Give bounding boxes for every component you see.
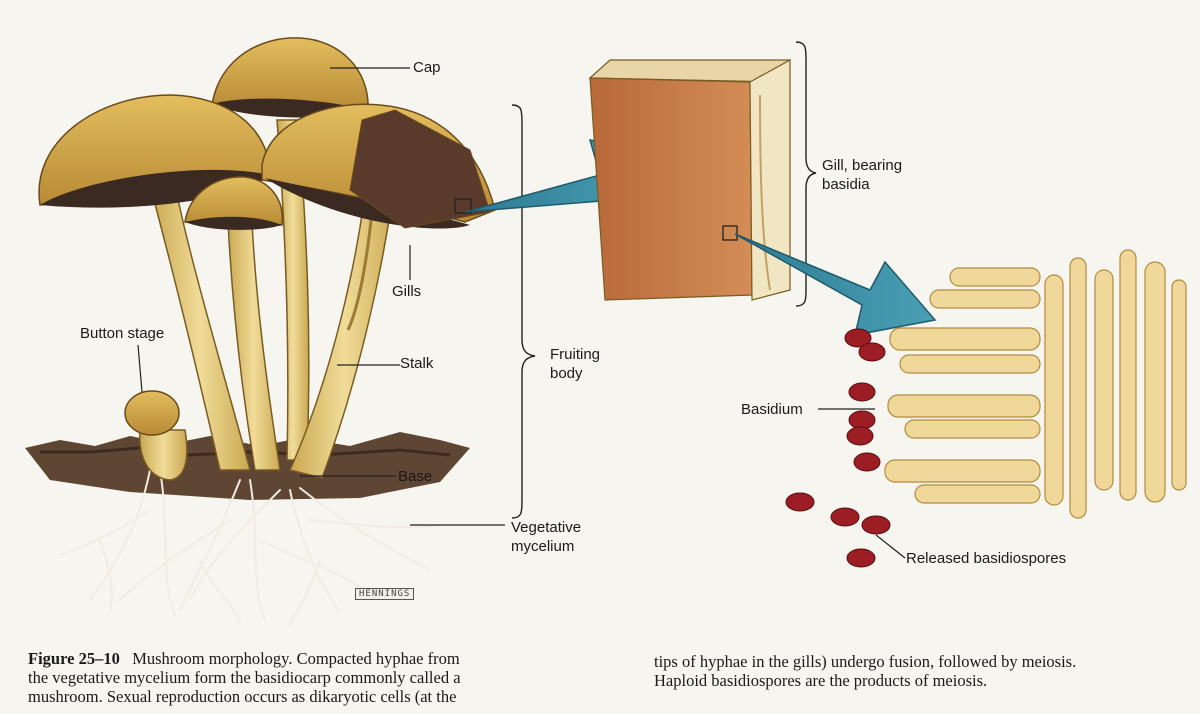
hyphae-tissue bbox=[884, 249, 1187, 519]
caption-text-1: Mushroom morphology. Compacted hyphae fr… bbox=[132, 649, 460, 668]
button-stage-mushroom bbox=[124, 390, 188, 481]
label-gills: Gills bbox=[392, 283, 422, 300]
label-cap: Cap bbox=[413, 59, 441, 76]
released-basidiospores bbox=[785, 492, 891, 568]
artist-signature: HENNINGS bbox=[355, 588, 415, 600]
vegetative-mycelium bbox=[59, 469, 441, 626]
cap-right-sectioned bbox=[261, 103, 496, 229]
cap-left bbox=[38, 94, 271, 208]
basidium-selection-box bbox=[722, 225, 738, 241]
label-released-basidiospores: Released basidiospores bbox=[906, 550, 1067, 567]
label-gill-line1: Gill, bearing bbox=[822, 157, 903, 174]
caption-line-2: the vegetative mycelium form the basidio… bbox=[28, 668, 461, 687]
stalks bbox=[149, 119, 399, 479]
label-stalk: Stalk bbox=[400, 355, 434, 372]
fruiting-body-brace bbox=[511, 104, 536, 519]
label-button-stage: Button stage bbox=[80, 325, 165, 342]
enlargement-arrow-2 bbox=[734, 233, 937, 336]
label-vegetative-mycelium-line2: mycelium bbox=[511, 538, 575, 555]
label-fruiting-body-line1: Fruiting bbox=[550, 346, 601, 363]
gill-selection-box bbox=[454, 198, 472, 214]
label-gill-line2: basidia bbox=[822, 176, 870, 193]
leader-lines bbox=[137, 67, 906, 559]
gill-brace bbox=[795, 41, 817, 307]
caption-line-4: tips of hyphae in the gills) undergo fus… bbox=[654, 652, 1077, 671]
caption-line-3: mushroom. Sexual reproduction occurs as … bbox=[28, 687, 457, 706]
caption-line-1: Figure 25–10 Mushroom morphology. Compac… bbox=[28, 649, 460, 668]
label-base: Base bbox=[398, 468, 433, 485]
label-basidium: Basidium bbox=[741, 401, 803, 418]
label-fruiting-body-line2: body bbox=[550, 365, 583, 382]
gill-section-block bbox=[588, 58, 791, 301]
label-vegetative-mycelium-line1: Vegetative bbox=[511, 519, 582, 536]
cap-middle bbox=[184, 176, 284, 230]
figure-number: Figure 25–10 bbox=[28, 649, 120, 668]
cap-back bbox=[211, 37, 369, 118]
basidiospores-attached bbox=[844, 328, 886, 472]
caption-line-5: Haploid basidiospores are the products o… bbox=[654, 671, 988, 690]
